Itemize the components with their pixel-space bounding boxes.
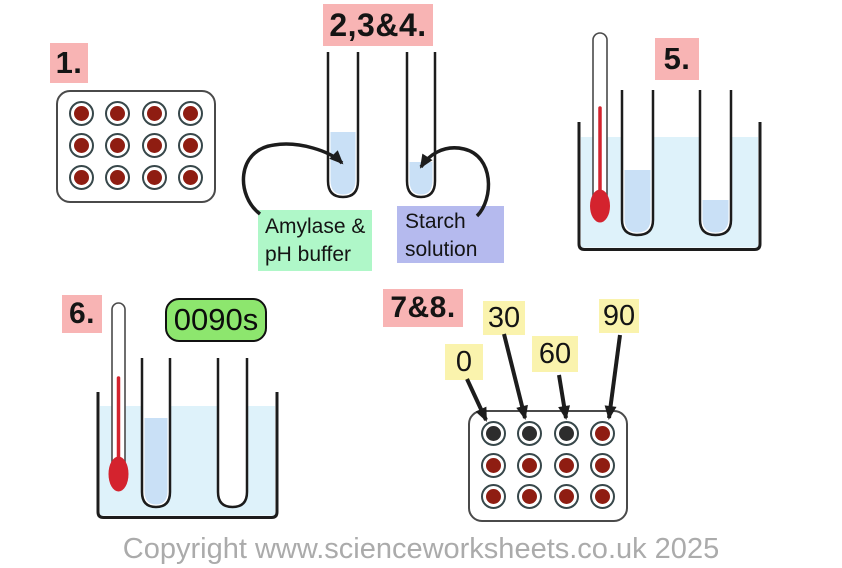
- test-tube-starch: [405, 52, 437, 199]
- tile-well: [177, 101, 203, 126]
- tile-well: [481, 452, 506, 478]
- tile-well: [589, 452, 615, 478]
- water-step6: [100, 406, 275, 516]
- tile-well: [553, 484, 579, 509]
- spotting-tile-step78: [468, 410, 628, 522]
- step5-test-tube-1: [620, 90, 655, 237]
- tile-well: [141, 165, 167, 190]
- starch-solution-label: Starch solution: [397, 206, 504, 263]
- step-6-label: 6.: [62, 295, 102, 333]
- tile-well: [589, 421, 615, 446]
- beaker-step6: [96, 392, 279, 519]
- water-step5: [581, 137, 758, 248]
- amylase-liquid: [330, 132, 356, 195]
- thermometer-step6: [108, 302, 129, 492]
- time-label-90: 90: [599, 299, 639, 333]
- beaker-step5: [577, 122, 762, 251]
- thermometer-bulb: [590, 189, 610, 223]
- tile-well: [105, 133, 131, 158]
- tile-well: [105, 101, 131, 126]
- tile-well: [141, 133, 167, 158]
- thermometer-body: [592, 32, 608, 221]
- thermometer-bulb: [108, 456, 129, 492]
- starch-liquid: [409, 162, 433, 195]
- thermometer-body: [111, 302, 126, 474]
- amylase-label-line1: Amylase &: [265, 215, 366, 238]
- arrow-time-30: [502, 333, 528, 420]
- arrow-time-90: [604, 334, 622, 420]
- amylase-buffer-label: Amylase & pH buffer: [258, 210, 372, 271]
- tile-well: [141, 101, 167, 126]
- tile-well: [589, 484, 615, 509]
- starch-label-line1: Starch: [405, 210, 466, 233]
- step6-test-tube-1: [140, 358, 172, 509]
- step-5-label: 5.: [655, 38, 699, 80]
- tile-well: [553, 452, 579, 478]
- time-label-60: 60: [532, 336, 578, 372]
- tile-well: [517, 484, 543, 509]
- step6-test-tube-2: [216, 358, 249, 509]
- step-1-label: 1.: [50, 43, 88, 83]
- step5-tube2-liquid: [702, 200, 729, 233]
- amylase-label-line2: pH buffer: [265, 243, 351, 266]
- step6-tube1-liquid: [144, 418, 168, 505]
- tile-well: [517, 421, 543, 446]
- time-label-30: 30: [483, 301, 525, 335]
- tile-well: [69, 133, 94, 158]
- tile-well: [69, 165, 94, 190]
- step5-test-tube-2: [698, 90, 733, 237]
- tile-well: [553, 421, 579, 446]
- spotting-tile-step1: [56, 90, 216, 203]
- time-label-0: 0: [445, 344, 483, 380]
- tile-well: [517, 452, 543, 478]
- copyright-text: Copyright www.scienceworksheets.co.uk 20…: [122, 533, 720, 565]
- step-78-label: 7&8.: [383, 289, 463, 327]
- arrow-amylase-to-tube: [241, 142, 344, 216]
- test-tube-amylase: [326, 52, 360, 199]
- thermometer-step5: [590, 32, 610, 223]
- step5-tube1-liquid: [624, 170, 651, 233]
- tile-well: [481, 421, 506, 446]
- tile-well: [177, 165, 203, 190]
- tile-well: [481, 484, 506, 509]
- starch-label-line2: solution: [405, 238, 478, 261]
- step-234-label: 2,3&4.: [323, 4, 433, 46]
- step234-tubes: [241, 52, 491, 218]
- tile-well: [105, 165, 131, 190]
- timer-display: 0090s: [165, 298, 267, 342]
- tile-well: [69, 101, 94, 126]
- tile-well: [177, 133, 203, 158]
